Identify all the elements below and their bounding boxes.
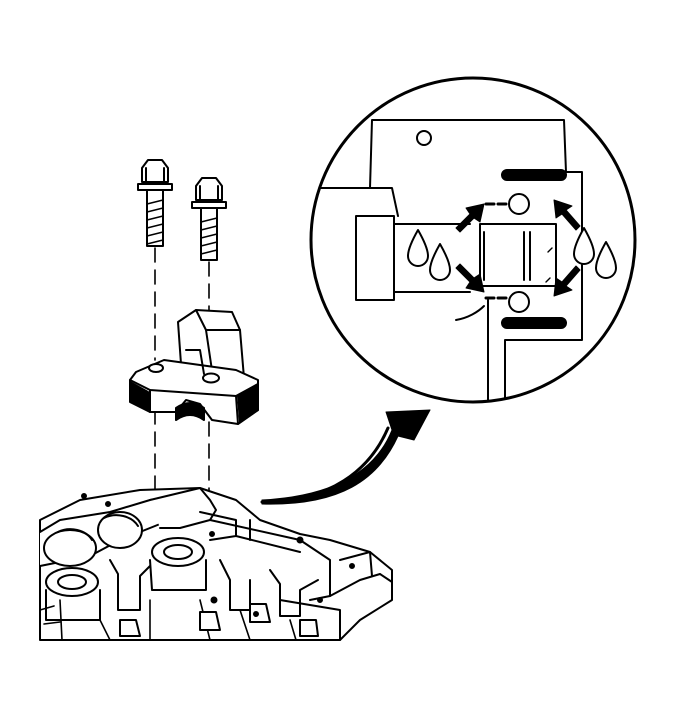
detail-magnifier xyxy=(309,76,637,404)
oil-drop-1 xyxy=(407,229,429,267)
flow-arrow-down-right xyxy=(553,265,581,297)
flow-arrow-up-left xyxy=(455,203,485,233)
detail-callout-arrow xyxy=(260,409,431,505)
oil-drop-3 xyxy=(573,227,595,265)
oil-drop-2 xyxy=(429,243,451,281)
bearing-cap xyxy=(129,309,259,425)
flow-arrow-down-left xyxy=(455,263,485,293)
flow-arrow-up-right xyxy=(553,199,581,231)
oil-drop-4 xyxy=(595,241,617,279)
bolt-left xyxy=(137,159,173,247)
cylinder-head xyxy=(39,487,393,641)
bolt-right xyxy=(191,177,227,261)
